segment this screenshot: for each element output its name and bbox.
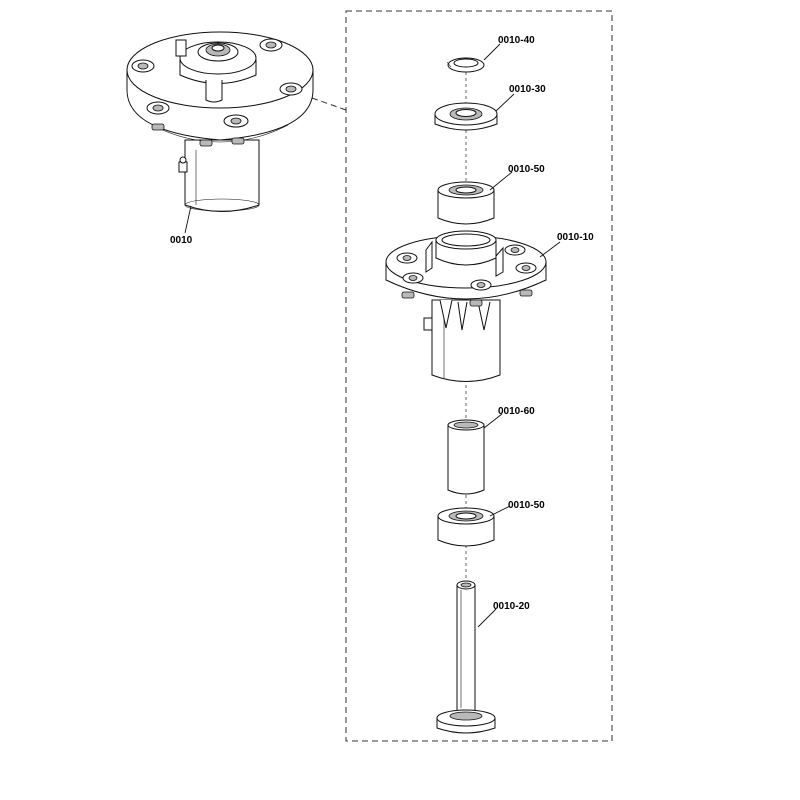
part-washer <box>446 57 485 73</box>
callout-seal-cap: 0010-30 <box>509 84 546 95</box>
part-bearing-top <box>437 181 495 225</box>
leader-washer <box>483 43 501 61</box>
callout-bearing-top: 0010-50 <box>508 164 545 175</box>
callout-assembly: 0010 <box>170 235 193 246</box>
leader-shaft-bolt <box>477 608 497 628</box>
callout-shaft-bolt: 0010-20 <box>493 601 530 612</box>
part-housing <box>385 230 547 382</box>
leader-assembly <box>184 205 192 234</box>
part-bearing-bottom <box>437 507 495 547</box>
exploded-view-frame <box>345 10 613 742</box>
part-shaft-bolt <box>436 580 496 734</box>
callout-housing: 0010-10 <box>557 232 594 243</box>
part-seal-cap <box>434 102 498 131</box>
callout-washer: 0010-40 <box>498 35 535 46</box>
part-spacer <box>447 419 485 495</box>
leader-seal-cap <box>495 93 515 112</box>
callout-spacer: 0010-60 <box>498 406 535 417</box>
callout-bearing-bottom: 0010-50 <box>508 500 545 511</box>
leader-housing <box>539 241 561 258</box>
leader-spacer <box>483 413 503 429</box>
assembly-leader-dashed <box>311 97 347 111</box>
assembled-spindle <box>126 31 314 212</box>
leader-bearing-bottom <box>489 505 511 517</box>
leader-bearing-top <box>489 171 513 191</box>
